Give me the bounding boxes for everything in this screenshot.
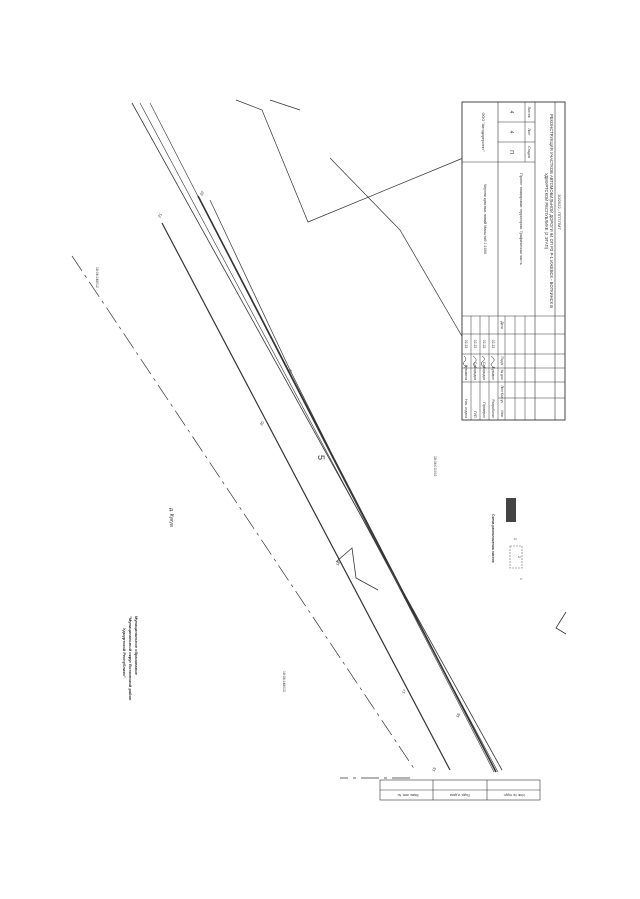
tb-h-sign: Подп. (500, 356, 504, 365)
page-number: 5 (316, 455, 326, 460)
tb-name-4: Кузьмина (464, 365, 468, 380)
signature-3 (472, 355, 478, 369)
margin-label-inv: Взам. инв. № (397, 793, 418, 797)
picket-16: 16 (455, 711, 462, 718)
picket-22: 22 (199, 189, 206, 196)
tb-role-3: ГИП (473, 411, 477, 418)
plot-boundary-1 (235, 99, 469, 223)
tb-role-4: Нач. отдела (464, 399, 468, 418)
tb-doc-code: 30/2022 - ППТ.ПМТ (557, 194, 562, 230)
scheme-number-3: 3 (513, 538, 517, 540)
title-block: 30/2022 - ППТ.ПМТ РЕКОНСТРУКЦИЯ УЧАСТКОВ… (461, 101, 566, 421)
picket-18: 18 (335, 559, 342, 566)
scheme-title: Схема расположения листов (491, 514, 495, 563)
road-edge-1 (131, 102, 503, 771)
tb-drawing: Чертеж красных линий Масштаб 1:1000 (483, 183, 487, 255)
plot-lines (235, 99, 471, 351)
tb-h-doc: № док. (500, 370, 504, 381)
scheme-sheet-2 (509, 545, 523, 569)
tb-stage-v-stadia: П (508, 150, 514, 154)
tb-stage-v-listov: 4 (508, 111, 514, 114)
cadastral-148013: 18:04:148013 (282, 671, 286, 692)
tb-drawing-wrap: Чертеж красных линий Масштаб 1:1000 (483, 183, 487, 255)
tb-signatures (463, 355, 496, 369)
signature-2 (480, 355, 487, 369)
red-line-right (209, 199, 331, 451)
title-block-frame (461, 101, 566, 421)
signature-1 (490, 355, 496, 369)
tb-name-2: Самородов (482, 362, 486, 380)
margin-stamp (379, 779, 541, 801)
tb-stage-h-listov: Листов (527, 106, 531, 117)
tb-name-3: Самородов (473, 362, 477, 380)
tb-section: Проект планировки территории. Графическа… (519, 173, 523, 265)
municipality-line1: Муниципальное образование (134, 616, 139, 676)
municipality-line3: Удмуртской Республики" (122, 628, 127, 678)
tb-object-title: РЕКОНСТРУКЦИЯ УЧАСТКОВ АВТОМОБИЛЬНОЙ ДОР… (544, 113, 554, 309)
picket-20: 20 (259, 419, 266, 426)
tb-stage-v-list: 4 (508, 131, 514, 134)
tb-date-2: 02.23 (482, 340, 486, 349)
tb-date-1: 02.23 (491, 340, 495, 349)
municipality-label: Муниципальное образование "Муниципальный… (122, 616, 139, 701)
margin-label-orig: Инв. № подл. (503, 793, 524, 797)
plot-boundary-3 (329, 157, 471, 351)
scheme-sheet-current (506, 498, 516, 522)
tb-object-wrap: РЕКОНСТРУКЦИЯ УЧАСТКОВ АВТОМОБИЛЬНОЙ ДОР… (544, 113, 554, 309)
tb-stage-h-list: Лист (527, 128, 531, 136)
tb-h-date: Дата (500, 321, 504, 329)
picket-17: 17 (401, 687, 408, 694)
cadastral-boundaries (71, 255, 416, 779)
tb-company: ООО "Автодорпроект" (481, 112, 485, 152)
picket-21: 21 (157, 211, 164, 218)
tb-h-list: Лист (500, 385, 504, 393)
tb-company-wrap: ООО "Автодорпроект" (481, 112, 485, 152)
tb-date-3: 02.23 (473, 340, 477, 349)
scheme-number-1: 1 (519, 578, 523, 580)
cadastral-148012: 18:04:148012 (95, 267, 99, 288)
red-line-left (161, 222, 451, 771)
red-line-jog (335, 547, 379, 591)
village-label: д. Кукуи (168, 508, 174, 527)
tb-h-kol: Кол.уч (500, 393, 504, 403)
scheme-number-2: 2 (517, 556, 521, 558)
cadastral-011001: 18:04:011001 (433, 456, 437, 477)
tb-name-1: Кузьмин (491, 367, 495, 380)
municipality-line2: "Муниципальный округ Воткинский район (128, 616, 133, 701)
tb-h-izm: Изм. (500, 410, 504, 417)
picket-15: 15 (431, 765, 438, 772)
tb-role-1: Разработал (491, 400, 495, 418)
plot-boundary-2 (269, 99, 301, 111)
tb-date-4: 02.23 (464, 340, 468, 349)
scheme-arrow (555, 611, 567, 635)
sheet-scheme: Схема расположения листов 1 2 3 (491, 498, 567, 635)
margin-label-sign: Подп. и дата (450, 793, 470, 797)
tb-stage-h-stadia: Стадия (527, 146, 531, 158)
signature-4 (463, 355, 468, 368)
tb-role-2: Проверил (482, 402, 486, 418)
picket-19: 19 (287, 367, 294, 374)
boundary-upper (71, 255, 416, 771)
tb-section-wrap: Проект планировки территории. Графическа… (519, 173, 523, 265)
tb-signature-grid (462, 316, 565, 420)
road-lines (131, 102, 503, 773)
red-line-main (197, 195, 497, 773)
